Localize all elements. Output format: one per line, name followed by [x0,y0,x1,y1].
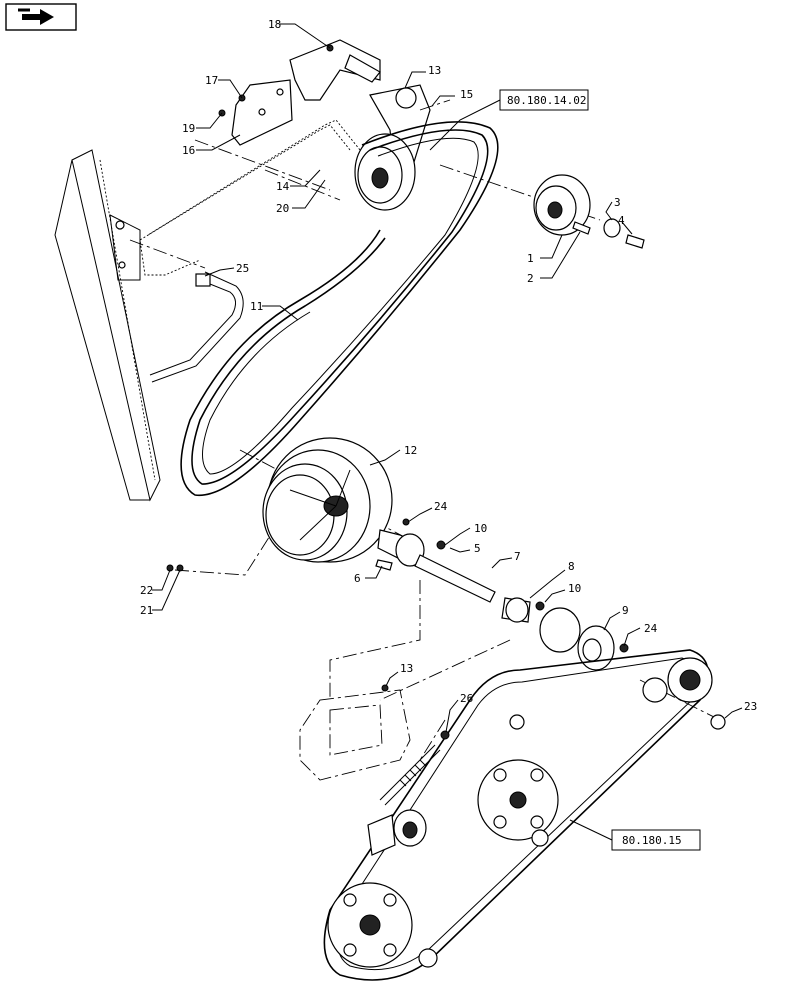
callout-4: 4 [618,214,625,227]
callout-labels: 18 17 19 16 13 15 14 20 1 2 3 4 25 11 12… [140,18,757,713]
callout-7: 7 [514,550,521,563]
callout-13-top: 13 [428,64,441,77]
chain-drive-assembly [323,649,713,981]
callout-24-bottom: 24 [644,622,658,635]
callout-9: 9 [622,604,629,617]
callout-17: 17 [205,74,218,87]
routing-line [139,119,361,276]
large-pulley [262,437,393,563]
callout-8: 8 [568,560,575,573]
drive-shaft [375,518,531,623]
callout-13-bottom: 13 [400,662,413,675]
callout-19: 19 [182,122,195,135]
callout-18: 18 [268,18,281,31]
center-lines [129,99,721,761]
flange-plates [535,601,629,671]
callout-21: 21 [140,604,153,617]
reference-box-top[interactable]: 80.180.14.02 [429,89,589,151]
callout-26: 26 [460,692,473,705]
callout-10-bottom: 10 [568,582,581,595]
callout-1: 1 [527,252,534,265]
callout-2: 2 [527,272,534,285]
drive-pulley-small [533,174,645,249]
callout-20: 20 [276,202,289,215]
reference-box-bottom[interactable]: 80.180.15 [569,819,701,851]
callout-5: 5 [474,542,481,555]
callout-16: 16 [182,144,195,157]
reference-label-bottom: 80.180.15 [622,834,682,847]
callout-22: 22 [140,584,153,597]
v-belt [180,121,499,497]
hydraulic-pipe [149,271,244,383]
arrow-right-icon [18,8,54,25]
callout-12: 12 [404,444,417,457]
snap-ring [710,714,726,730]
callout-10-top: 10 [474,522,487,535]
idler-pulley [354,133,416,211]
reference-label-top: 80.180.14.02 [507,94,586,107]
callout-6: 6 [354,572,361,585]
callout-25: 25 [236,262,249,275]
nav-button[interactable] [5,3,77,31]
tensioner-spring [367,730,450,856]
bracket-assembly [218,39,381,146]
callout-leaders [152,23,743,733]
ghost-bracket [299,684,411,781]
callout-24-top: 24 [434,500,448,513]
callout-11: 11 [250,300,263,313]
callout-3: 3 [614,196,621,209]
callout-23: 23 [744,700,757,713]
callout-15: 15 [460,88,473,101]
callout-14: 14 [276,180,290,193]
frame-panel [54,149,161,502]
